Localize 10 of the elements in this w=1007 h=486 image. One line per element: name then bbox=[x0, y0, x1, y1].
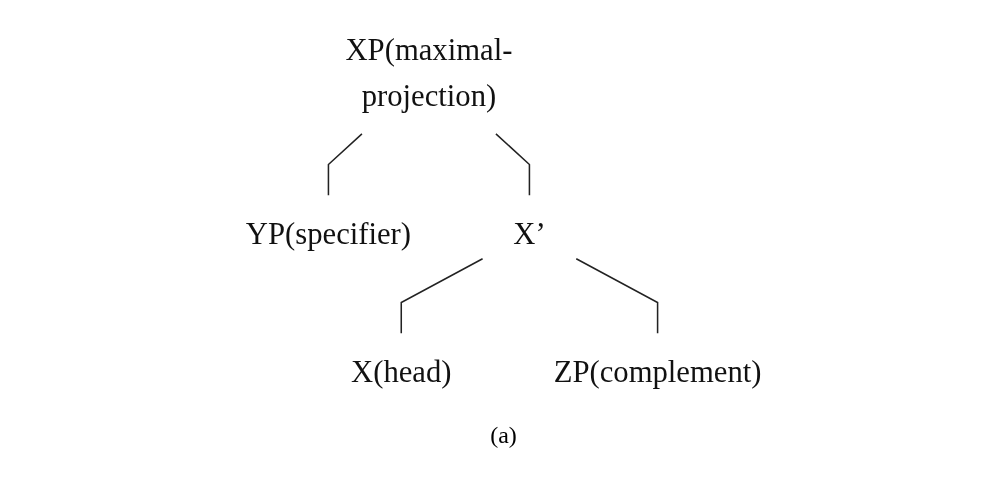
node-text: XP(maximal-projection) bbox=[345, 32, 513, 112]
connector bbox=[400, 257, 484, 334]
figure-caption: (a) bbox=[489, 422, 518, 449]
connector bbox=[575, 257, 659, 334]
node-text: X(head) bbox=[350, 354, 452, 388]
connector bbox=[327, 132, 363, 196]
node-text: YP(specifier) bbox=[245, 216, 411, 250]
connector bbox=[495, 132, 530, 196]
node-text: ZP(complement) bbox=[553, 354, 762, 388]
node-text: X’ bbox=[513, 216, 546, 250]
